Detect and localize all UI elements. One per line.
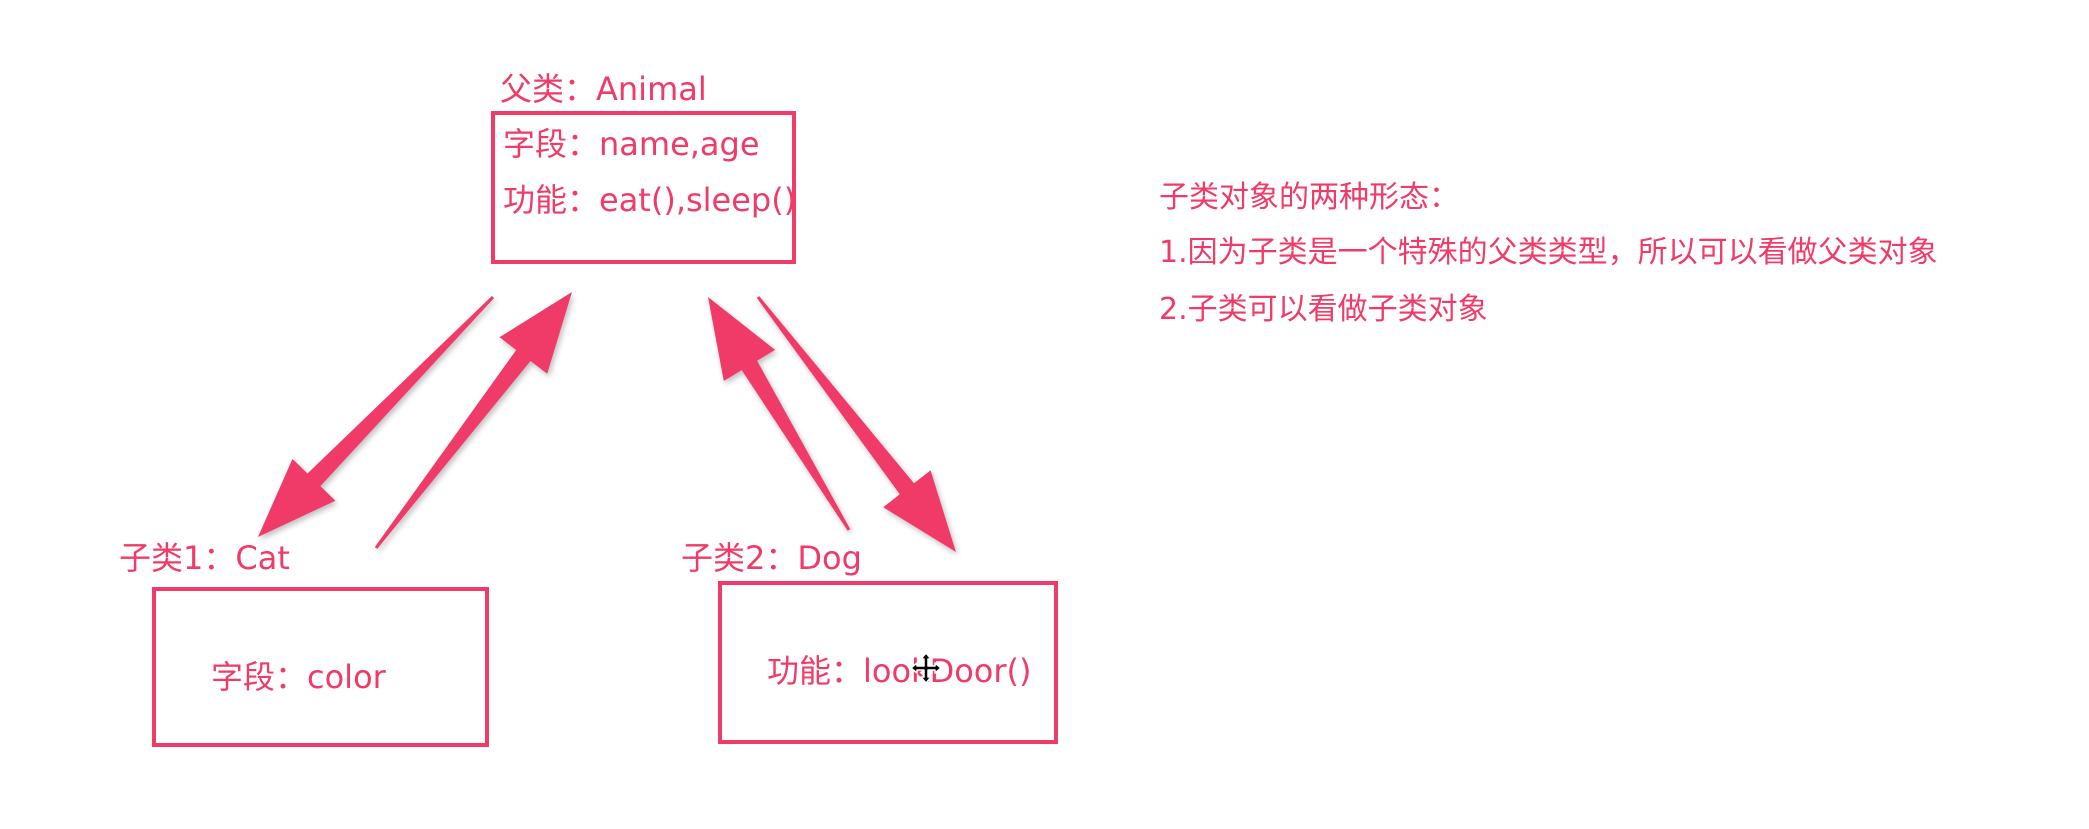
child2-class-title: 子类2：Dog <box>681 539 862 577</box>
child2-class-box: 功能：lookDoor() <box>718 581 1058 744</box>
arrow-parent-to-dog <box>756 296 956 552</box>
parent-class-title: 父类：Animal <box>500 70 707 108</box>
move-cursor-icon <box>910 652 942 684</box>
child1-class-title: 子类1：Cat <box>119 539 290 577</box>
arrow-dog-to-parent <box>708 297 851 531</box>
notes-heading: 子类对象的两种形态： <box>1159 180 1459 215</box>
parent-fields: 字段：name,age <box>503 125 760 163</box>
parent-class-box: 字段：name,age 功能：eat(),sleep() <box>491 111 796 264</box>
notes-item-2: 2.子类可以看做子类对象 <box>1159 292 1488 327</box>
child1-class-box: 字段：color <box>152 587 489 747</box>
child1-fields: 字段：color <box>211 658 386 696</box>
arrow-parent-to-cat <box>258 296 495 537</box>
parent-methods: 功能：eat(),sleep() <box>503 181 797 219</box>
arrow-cat-to-parent <box>374 292 572 549</box>
notes-item-1: 1.因为子类是一个特殊的父类类型，所以可以看做父类对象 <box>1159 235 1938 270</box>
child2-methods: 功能：lookDoor() <box>767 652 1032 690</box>
